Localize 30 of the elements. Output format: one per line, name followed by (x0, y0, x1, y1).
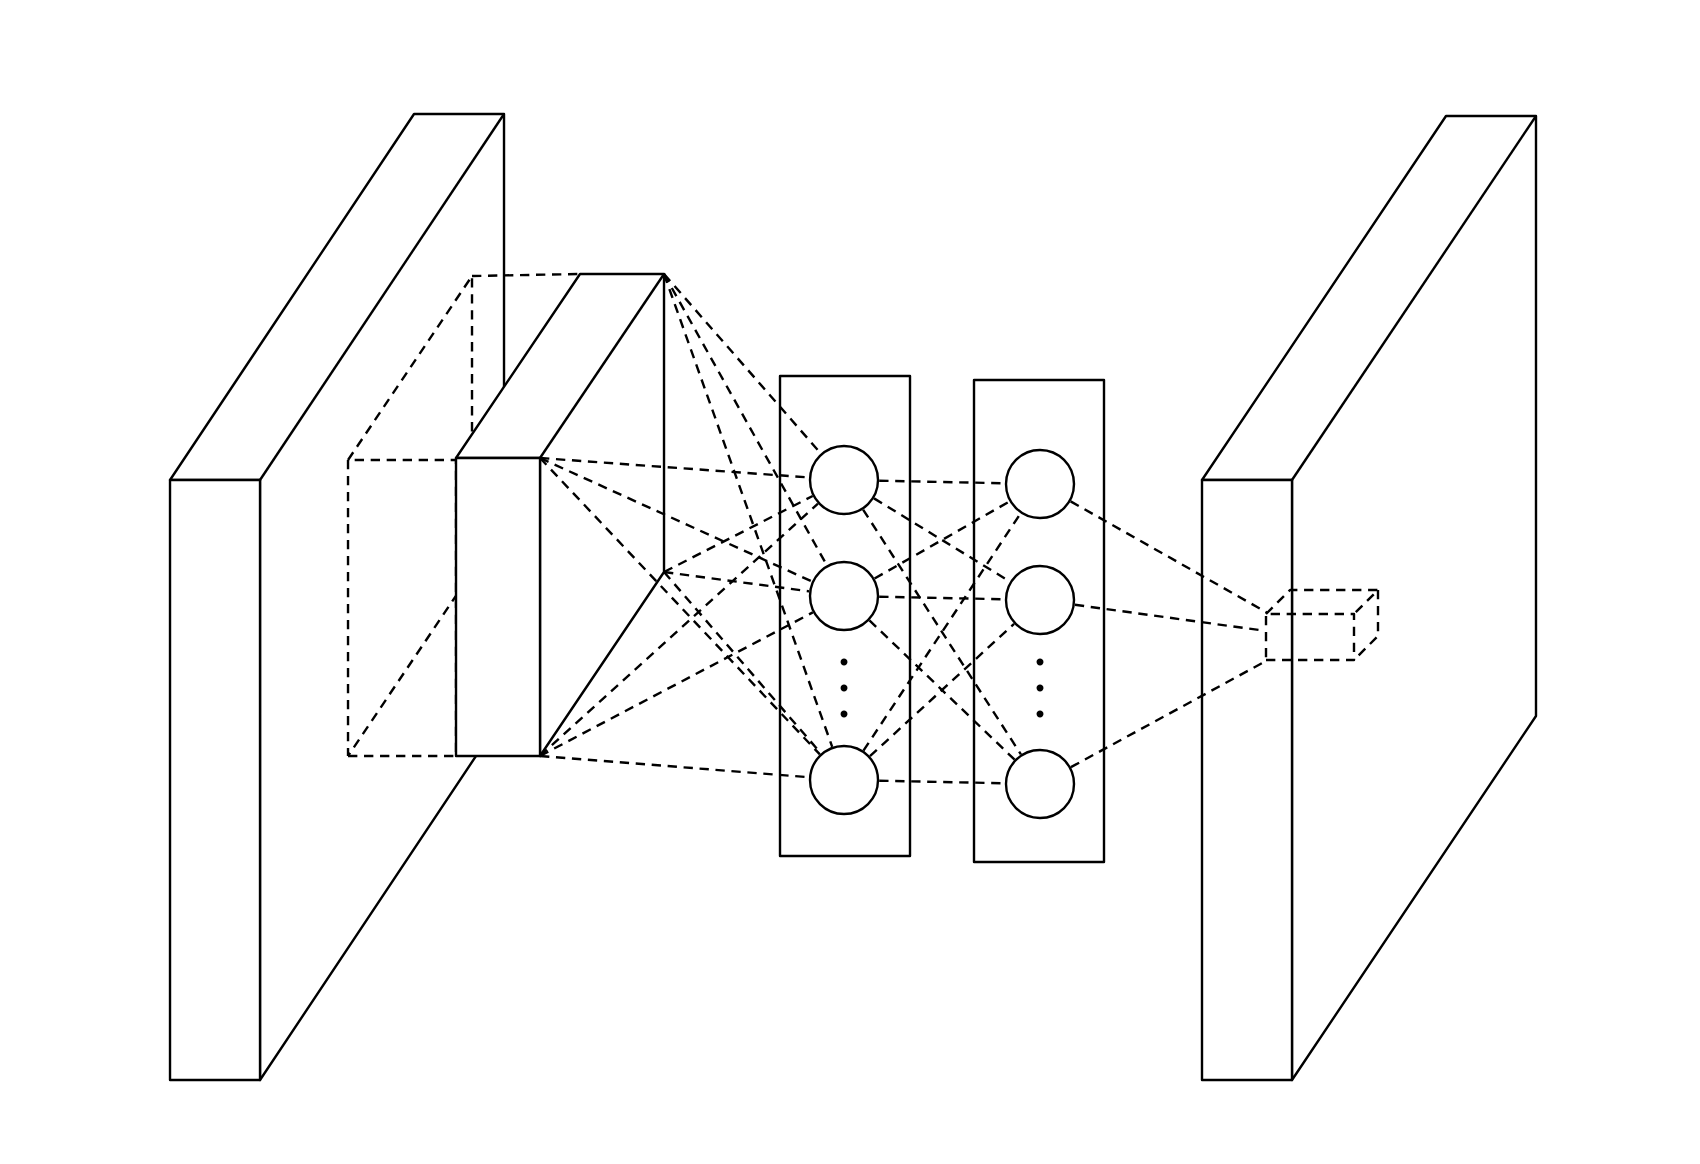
output-cube (1264, 588, 1380, 662)
connection-line (663, 570, 810, 593)
layer-slab (454, 272, 666, 758)
neuron-circle (1004, 564, 1076, 636)
connection-line (539, 456, 813, 583)
layer-column (972, 378, 1106, 864)
connection-line (663, 273, 822, 455)
connection-line (662, 273, 828, 566)
connection-line (879, 479, 1005, 485)
connection-line (1074, 603, 1265, 632)
layer-column (778, 374, 912, 858)
connection-line (879, 779, 1005, 785)
connection-line (663, 571, 822, 755)
connection-line (539, 456, 809, 479)
connection-line (879, 595, 1005, 601)
connection-line (539, 754, 809, 779)
layer-slab (1200, 114, 1538, 1082)
connection-line (662, 273, 834, 748)
connection-line (539, 457, 821, 756)
neuron-circle (808, 560, 880, 632)
connection-line (539, 611, 814, 758)
connection-line (1070, 500, 1268, 614)
connection-line (663, 494, 814, 574)
connection-line (539, 502, 819, 757)
connection-line (1070, 660, 1267, 769)
neuron-circle (808, 744, 880, 816)
neuron-circle (808, 444, 880, 516)
neuron-circle (1004, 448, 1076, 520)
connection-line (472, 272, 581, 278)
neuron-circle (1004, 748, 1076, 820)
